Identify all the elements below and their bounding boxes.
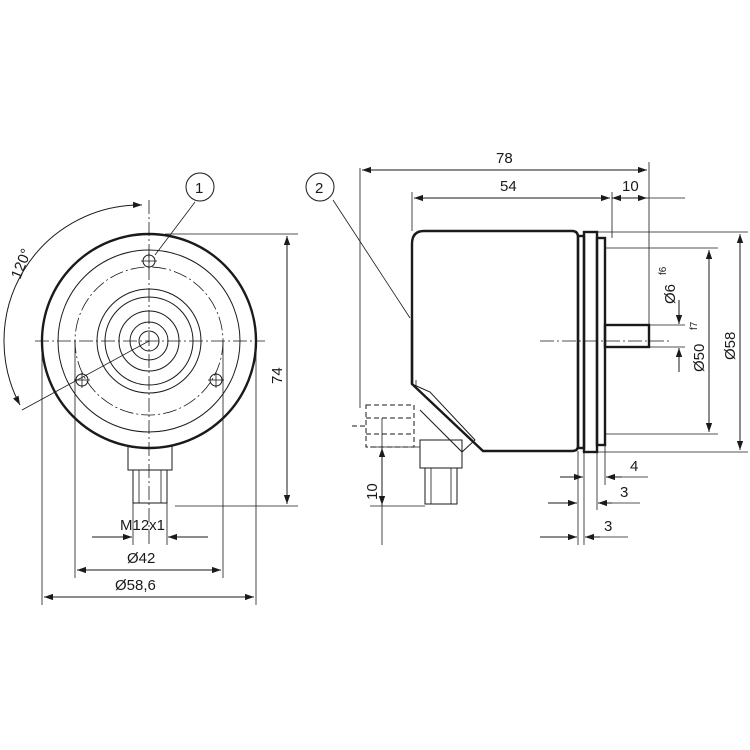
shaft-length-label: 10 (622, 178, 639, 195)
flange-ring-3 (595, 236, 607, 447)
callout-2-circle (305, 172, 335, 202)
alternate-connector (352, 404, 415, 448)
callout-2-number: 2 (315, 180, 323, 197)
dim-4-label: 4 (630, 458, 638, 475)
dim-3a-label: 3 (620, 484, 628, 501)
connector-thread (132, 469, 168, 504)
shaft (603, 323, 651, 349)
alternate-connector-body (365, 404, 415, 448)
connector-thread-side (424, 467, 458, 505)
height-label: 74 (269, 367, 286, 384)
outer-diameter-label: Ø58,6 (115, 577, 156, 594)
body-diameter-label: Ø58 (722, 332, 739, 360)
bolt-circle-label: Ø42 (127, 550, 155, 567)
dim-3b-label: 3 (604, 518, 612, 535)
shaft-tolerance-label: f6 (658, 266, 669, 275)
shaft-diameter-label: Ø6 (662, 284, 679, 304)
callout-1-leader (154, 201, 196, 256)
angle-extension-line (21, 340, 150, 411)
connector-offset-label: 10 (364, 483, 381, 500)
overall-length-label: 78 (496, 150, 513, 167)
connector-nut-side (419, 439, 463, 469)
side-connector (411, 383, 476, 505)
callout-2-leader (332, 199, 411, 319)
angle-label: 120° (8, 246, 35, 281)
thread-label: M12x1 (120, 517, 165, 534)
angle-arc (3, 201, 143, 406)
flange-tolerance-label: f7 (689, 321, 700, 330)
flange-ring-2 (582, 230, 599, 454)
body-length-label: 54 (500, 178, 517, 195)
flange-diameter-label: Ø50 (691, 344, 708, 372)
side-view: 78 54 10 Ø6 f6 Ø50 f7 Ø58 10 (305, 150, 748, 545)
front-connector (127, 439, 173, 504)
connector-angled-body (411, 383, 476, 453)
front-view: 120° 74 M12x1 Ø42 Ø58,6 1 (3, 172, 298, 605)
callout-1-circle (185, 172, 215, 202)
callout-1-number: 1 (195, 180, 203, 197)
side-body (410, 229, 580, 453)
